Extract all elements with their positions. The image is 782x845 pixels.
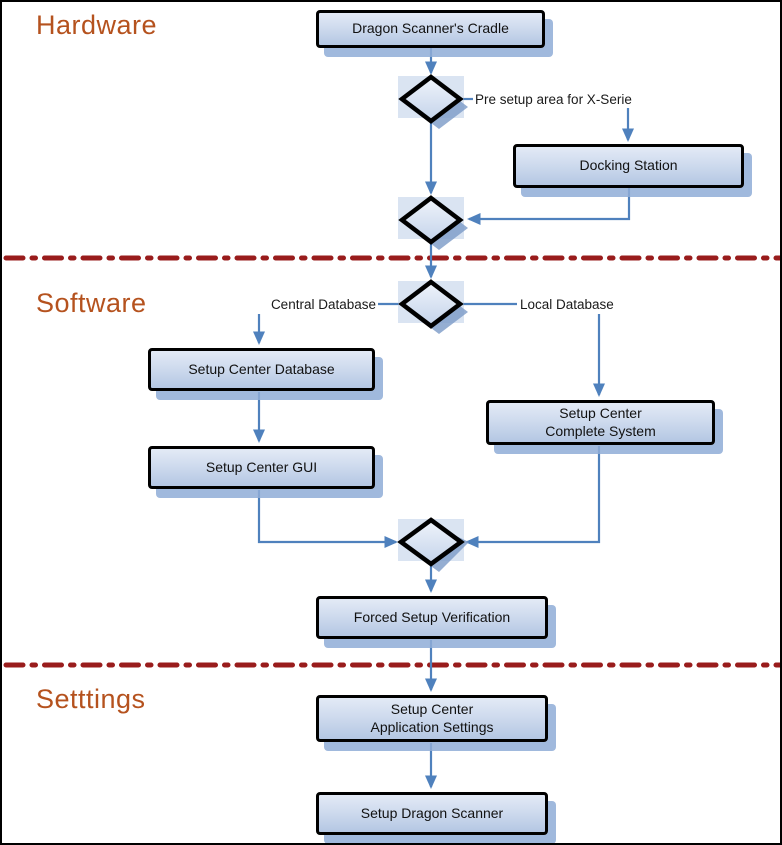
connector-gui-to-decision4 bbox=[257, 490, 398, 548]
node-label: Dragon Scanner's Cradle bbox=[352, 20, 509, 37]
node-setup-center-application-settings: Setup Center Application Settings bbox=[316, 695, 548, 742]
node-label: Docking Station bbox=[579, 157, 678, 174]
section-label-hardware: Hardware bbox=[36, 10, 158, 40]
node-label: Setup Center GUI bbox=[205, 458, 318, 475]
node-label-line2: Complete System bbox=[545, 422, 656, 439]
section-label-settings: Setttings bbox=[36, 684, 146, 714]
section-label-software: Software bbox=[36, 288, 147, 318]
decision-diamond-1 bbox=[398, 74, 468, 129]
decision-diamond-4 bbox=[397, 517, 469, 572]
decision-diamond-3 bbox=[398, 279, 468, 334]
decision-diamond-2 bbox=[398, 195, 468, 250]
node-setup-center-database: Setup Center Database bbox=[148, 348, 375, 391]
node-dragon-scanners-cradle: Dragon Scanner's Cradle bbox=[316, 10, 545, 48]
connector-docking-to-decision2 bbox=[467, 188, 631, 225]
node-label-line2: Application Settings bbox=[370, 718, 494, 735]
node-label: Forced Setup Verification bbox=[353, 608, 511, 625]
connector-complete-system-to-decision4 bbox=[465, 446, 601, 548]
node-label: Setup Center Database bbox=[188, 360, 335, 377]
node-setup-center-gui: Setup Center GUI bbox=[148, 446, 375, 489]
node-label: Setup Dragon Scanner bbox=[360, 804, 504, 821]
node-forced-setup-verification: Forced Setup Verification bbox=[316, 596, 548, 639]
note-pre-setup-area: Pre setup area for X-Serie bbox=[475, 92, 632, 107]
node-setup-dragon-scanner: Setup Dragon Scanner bbox=[316, 792, 548, 835]
note-central-database: Central Database bbox=[270, 297, 376, 312]
node-docking-station: Docking Station bbox=[513, 144, 744, 188]
note-local-database: Local Database bbox=[520, 297, 614, 312]
node-label-line1: Setup Center bbox=[559, 405, 642, 421]
node-setup-center-complete-system: Setup Center Complete System bbox=[486, 400, 715, 445]
node-label-line1: Setup Center bbox=[390, 701, 474, 717]
